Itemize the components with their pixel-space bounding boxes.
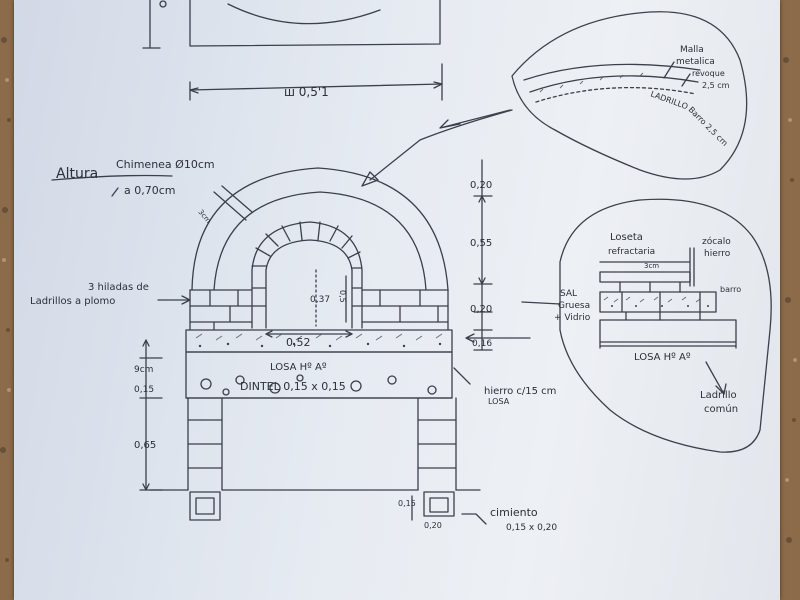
dimension-015: 0,15 [134,385,154,395]
paper-sheet [14,0,780,600]
dimension-020-mid: 0,20 [470,304,492,315]
sal-line1: SAL [560,289,577,299]
top-dimension-label: ш 0,5'1 [284,85,329,99]
dimension-016: 0,16 [472,339,492,349]
hiladas-line2: Ladrillos a plomo [30,296,115,307]
leader-lines [51,174,561,525]
small-dimension-label: 3cm [196,208,212,225]
dimension-9cm: 9cm [134,365,153,375]
altura-label: Altura [56,166,98,182]
sal-line3: + Vidrio [554,313,591,323]
dimension-055: 0,55 [470,238,492,249]
hierro-line1: hierro c/15 cm [484,386,556,397]
dimension-020-top: 0,20 [470,180,492,191]
zocalo-line1: zócalo [702,236,731,247]
dimension-052: 0,52 [286,336,311,349]
losa-detail-label: LOSA Hº Aº [634,352,691,363]
arch-detail-bubble [361,11,748,187]
chimenea-label: Chimenea Ø10cm [116,158,215,171]
right-dimensions [411,159,493,521]
loseta-line1: Loseta [610,232,643,243]
hiladas-line1: 3 hiladas de [88,282,149,293]
chimenea-height-label: a 0,70cm [124,184,176,197]
ladrillo-comun-line1: Ladrillo [700,390,737,401]
dintel-label: DINTEL 0,15 x 0,15 [240,380,346,393]
slab-and-base [149,329,481,521]
barro-detail2-label: barro [720,285,741,294]
zocalo-line2: hierro [704,249,731,259]
top-plan-view [142,0,443,101]
revoque-dimension: 2,5 cm [702,81,730,90]
floor-detail-bubble [559,198,772,453]
cimiento-line1: cimiento [490,506,538,519]
metalica-label: metalica [676,57,715,67]
dimension-015-footing: 0,15 [398,499,416,508]
revoque-label: revoque [692,69,725,78]
ladrillo-detail-label: LADRILLO [649,89,689,111]
dimension-065: 0,65 [134,440,156,451]
dimension-020-footing: 0,20 [424,521,442,530]
losa-center-label: LOSA Hº Aº [270,362,327,373]
hierro-line2: LOSA [488,397,510,406]
dimension-037: 0,37 [310,295,330,305]
left-dimensions [139,339,163,491]
malla-label: Malla [680,45,704,55]
oven-elevation [189,167,449,338]
barro-detail-label: Barro 2,5 cm [687,105,730,148]
sal-line2: Gruesa [558,301,590,311]
dimension-side: 0,5 [338,290,347,303]
loseta-dimension: 3cm [644,262,659,270]
cimiento-line2: 0,15 x 0,20 [506,523,557,533]
ladrillo-comun-line2: común [704,403,738,415]
loseta-line2: refractaria [608,247,655,257]
